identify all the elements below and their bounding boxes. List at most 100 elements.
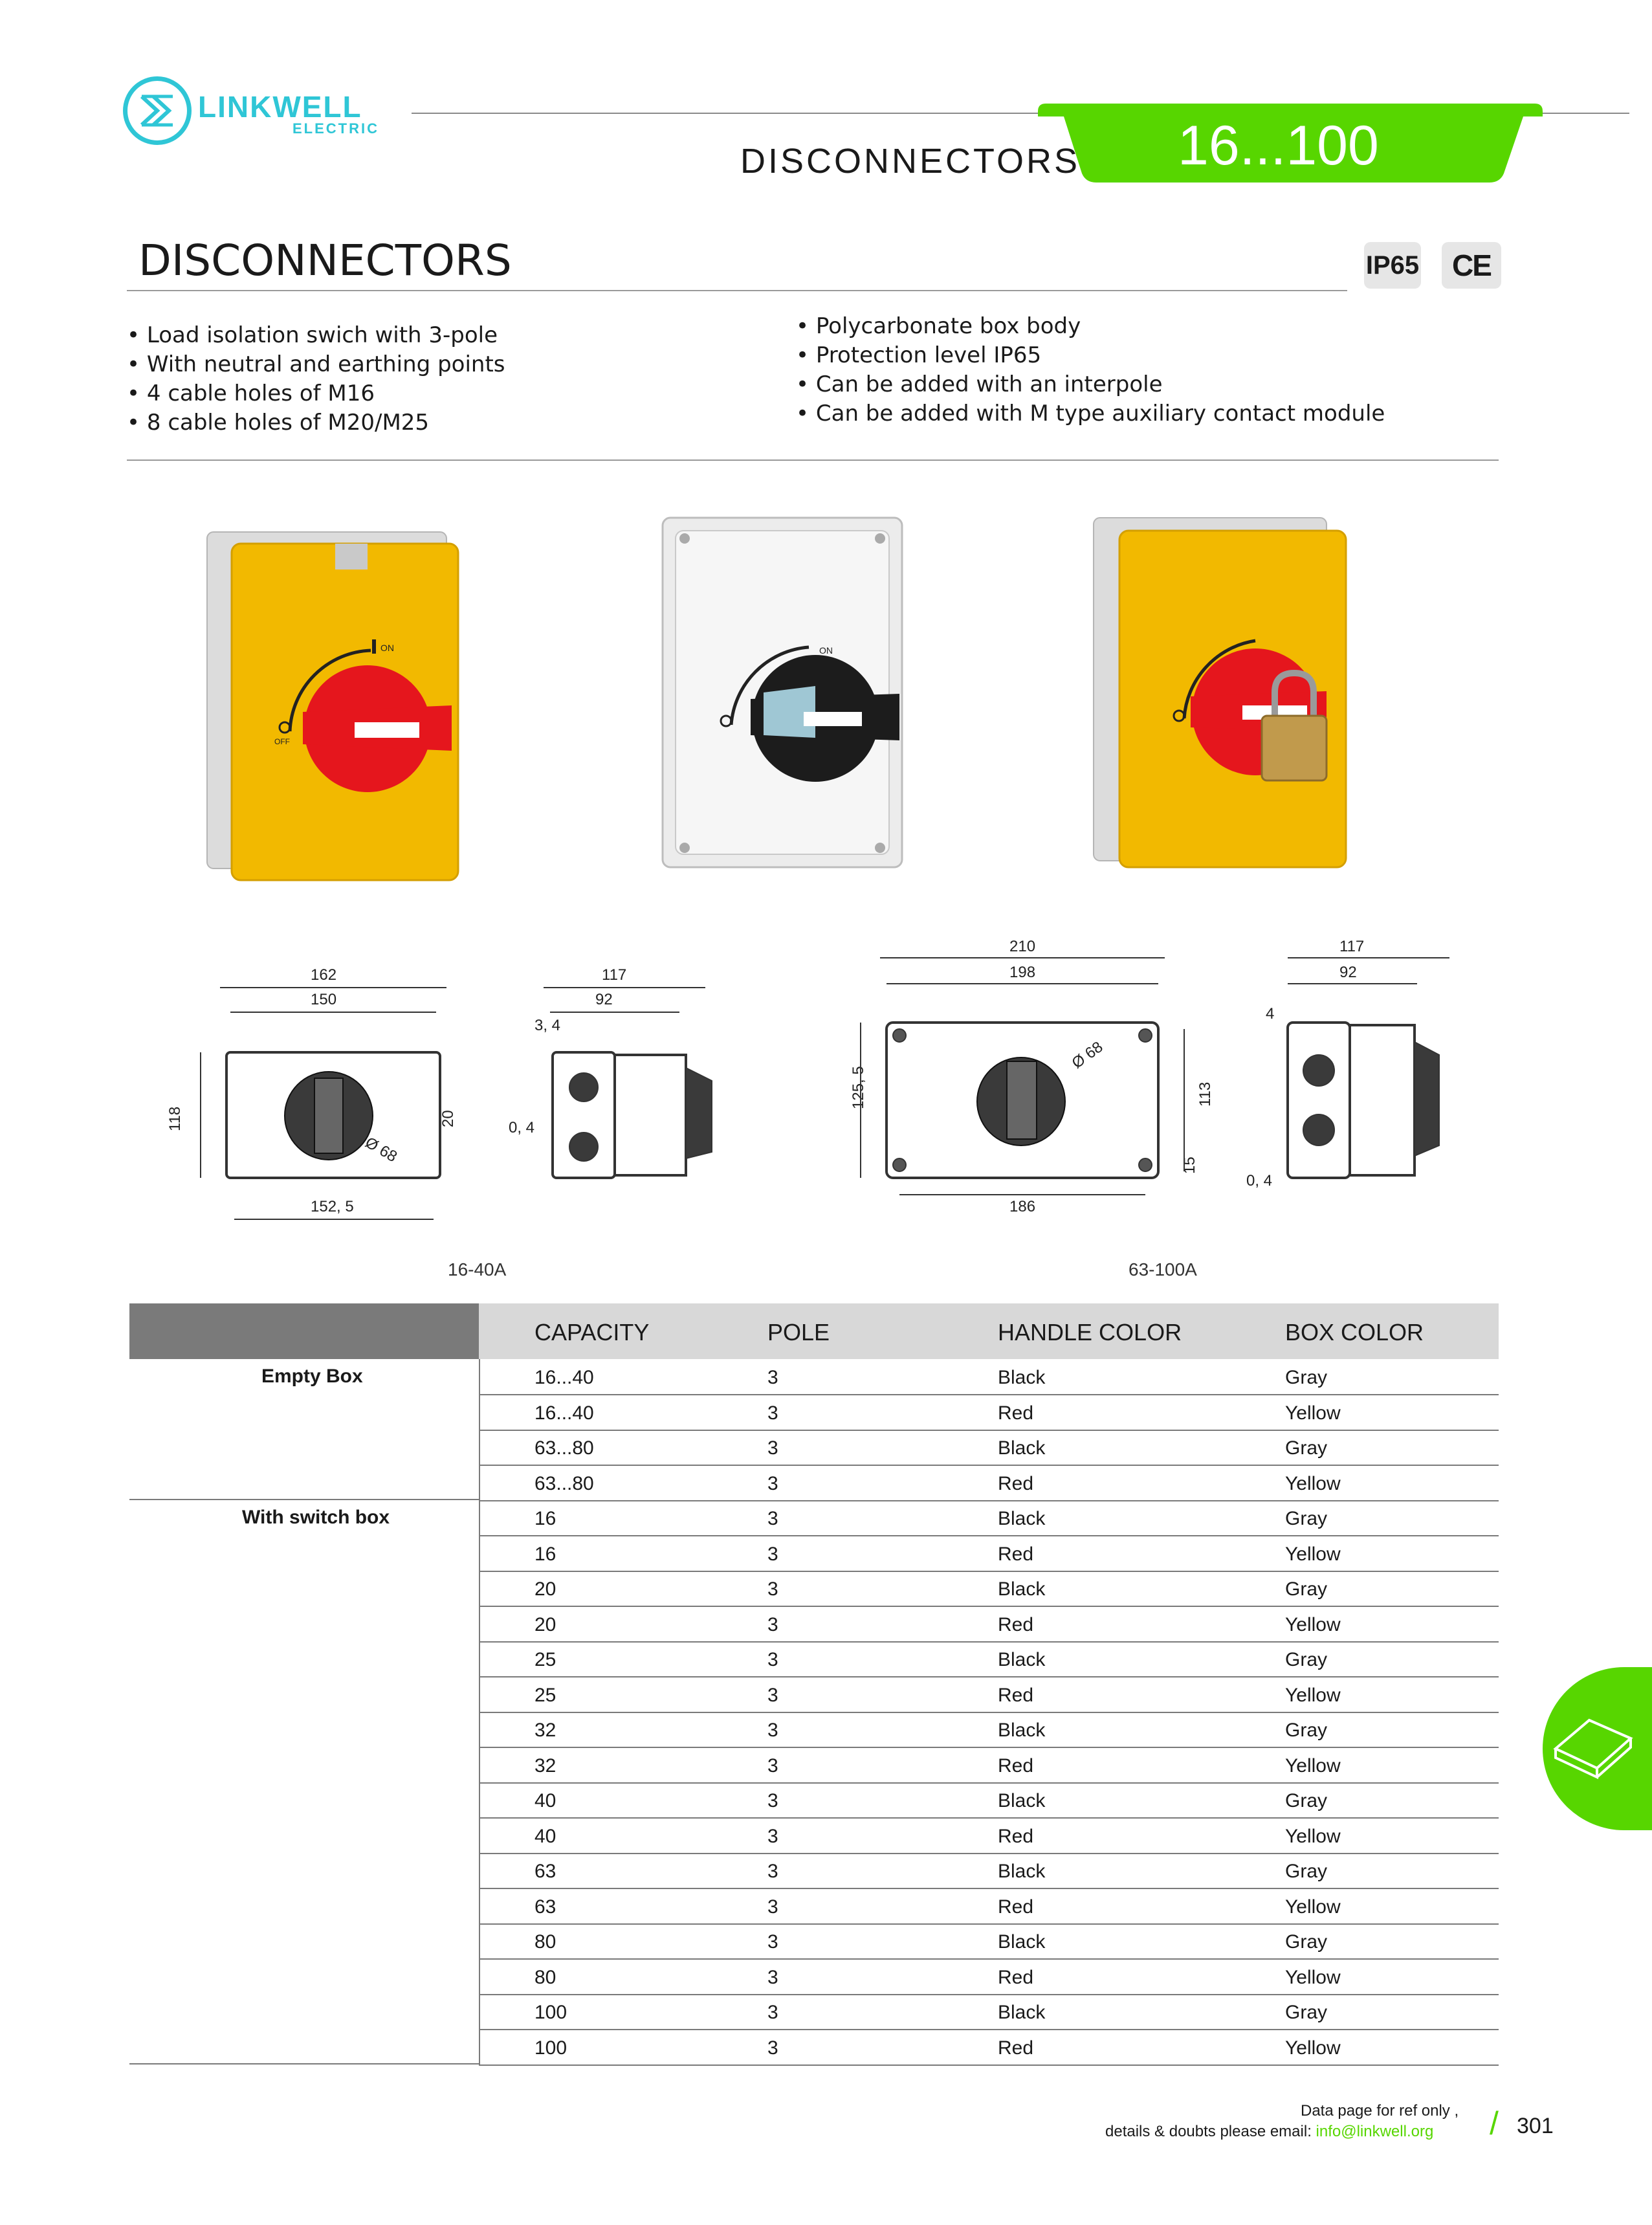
cell-box-color: Yellow: [1285, 1402, 1341, 1424]
cell-box-color: Yellow: [1285, 1896, 1341, 1918]
drawing-caption-small: 16-40A: [448, 1259, 507, 1279]
cell-pole: 3: [767, 1613, 778, 1635]
cell-handle-color: Red: [998, 1613, 1034, 1635]
cell-box-color: Gray: [1285, 1367, 1328, 1388]
cell-handle-color: Black: [998, 1931, 1046, 1953]
box-icon: [1553, 1718, 1633, 1780]
dim-label: 3, 4: [534, 1017, 560, 1034]
cell-capacity: 16...40: [534, 1367, 594, 1388]
cell-pole: 3: [767, 1931, 778, 1953]
page-number: 301: [1517, 2114, 1554, 2138]
drawing-63-100A: 210 198 125, 5 113 15 186 Ø 68 117 92 4 …: [850, 938, 1449, 1215]
cell-pole: 3: [767, 1649, 778, 1670]
cell-capacity: 40: [534, 1825, 556, 1847]
dim-label: 152, 5: [311, 1198, 354, 1215]
cell-pole: 3: [767, 1578, 778, 1600]
brand-sub: ELECTRIC: [292, 120, 379, 137]
range-tab-shape: [1038, 104, 1543, 183]
dim-label: 117: [1339, 938, 1364, 955]
dim-label: 210: [1009, 938, 1035, 955]
cell-box-color: Gray: [1285, 1861, 1328, 1882]
group-label: With switch box: [242, 1507, 390, 1528]
header-rule: [412, 113, 1629, 114]
header-title: DISCONNECTORS: [740, 142, 1081, 181]
cell-handle-color: Black: [998, 1578, 1046, 1600]
group-divider: [129, 1499, 479, 1500]
cell-handle-color: Red: [998, 2037, 1034, 2059]
ce-badge: CE: [1442, 242, 1501, 289]
group-divider: [129, 2063, 479, 2064]
feature-item: 4 cable holes of M16: [127, 379, 505, 408]
cell-handle-color: Red: [998, 1825, 1034, 1847]
section-rule: [127, 290, 1347, 291]
footer-email-link[interactable]: info@linkwell.org: [1316, 2123, 1434, 2140]
col-capacity: CAPACITY: [534, 1319, 650, 1345]
cell-handle-color: Red: [998, 1755, 1034, 1777]
cell-capacity: 100: [534, 2002, 567, 2023]
product-photo-gray-black: ON: [661, 516, 903, 869]
cell-capacity: 100: [534, 2037, 567, 2059]
feature-item: Can be added with M type auxiliary conta…: [796, 399, 1385, 428]
dim-label: 118: [166, 1107, 184, 1131]
on-label: ON: [819, 645, 833, 656]
product-photo-yellow-red: ON OFF: [206, 531, 459, 881]
cell-handle-color: Red: [998, 1684, 1034, 1706]
cell-handle-color: Black: [998, 1437, 1046, 1459]
feature-item: Can be added with an interpole: [796, 370, 1385, 399]
dim-label: 0, 4: [1246, 1172, 1272, 1190]
cell-box-color: Yellow: [1285, 1755, 1341, 1777]
cell-capacity: 25: [534, 1649, 556, 1670]
cell-box-color: Gray: [1285, 1649, 1328, 1670]
cell-box-color: Yellow: [1285, 1684, 1341, 1706]
cell-box-color: Gray: [1285, 1508, 1328, 1529]
brand-name: LINKWELL: [198, 90, 362, 124]
dim-label: 117: [602, 966, 626, 984]
dim-label: 4: [1266, 1005, 1274, 1023]
cell-pole: 3: [767, 1472, 778, 1494]
dim-label: Ø 68: [1068, 1038, 1106, 1072]
footer-slash: /: [1490, 2105, 1499, 2142]
group-label: Empty Box: [261, 1366, 363, 1387]
feature-item: Load isolation swich with 3-pole: [127, 321, 505, 350]
cell-handle-color: Black: [998, 2002, 1046, 2023]
cell-box-color: Gray: [1285, 1931, 1328, 1953]
dim-label: 186: [1009, 1198, 1035, 1215]
cell-pole: 3: [767, 1896, 778, 1918]
cell-capacity: 16...40: [534, 1402, 594, 1424]
dim-label: 125, 5: [850, 1066, 867, 1109]
footer-note: Data page for ref only ,: [1301, 2102, 1459, 2120]
cell-capacity: 32: [534, 1755, 556, 1777]
drawing-caption-large: 63-100A: [1129, 1259, 1197, 1279]
cell-handle-color: Red: [998, 1543, 1034, 1565]
cell-pole: 3: [767, 1437, 778, 1459]
product-photo-padlocked: [1093, 517, 1347, 869]
cell-pole: 3: [767, 2002, 778, 2023]
cell-capacity: 25: [534, 1684, 556, 1706]
cell-pole: 3: [767, 2037, 778, 2059]
range-label: 16...100: [1178, 115, 1379, 177]
cell-pole: 3: [767, 1402, 778, 1424]
cell-handle-color: Red: [998, 1402, 1034, 1424]
cell-handle-color: Black: [998, 1861, 1046, 1882]
ip65-badge: IP65: [1364, 242, 1421, 289]
cell-pole: 3: [767, 1825, 778, 1847]
cell-pole: 3: [767, 1861, 778, 1882]
cell-capacity: 63: [534, 1896, 556, 1918]
cell-box-color: Yellow: [1285, 1825, 1341, 1847]
table-row: 16...40 3 Red Yellow: [479, 1395, 1499, 1431]
cell-handle-color: Black: [998, 1367, 1046, 1388]
cell-box-color: Yellow: [1285, 1543, 1341, 1565]
dim-label: 113: [1196, 1082, 1214, 1107]
cell-pole: 3: [767, 1966, 778, 1988]
dim-label: 150: [311, 991, 336, 1008]
